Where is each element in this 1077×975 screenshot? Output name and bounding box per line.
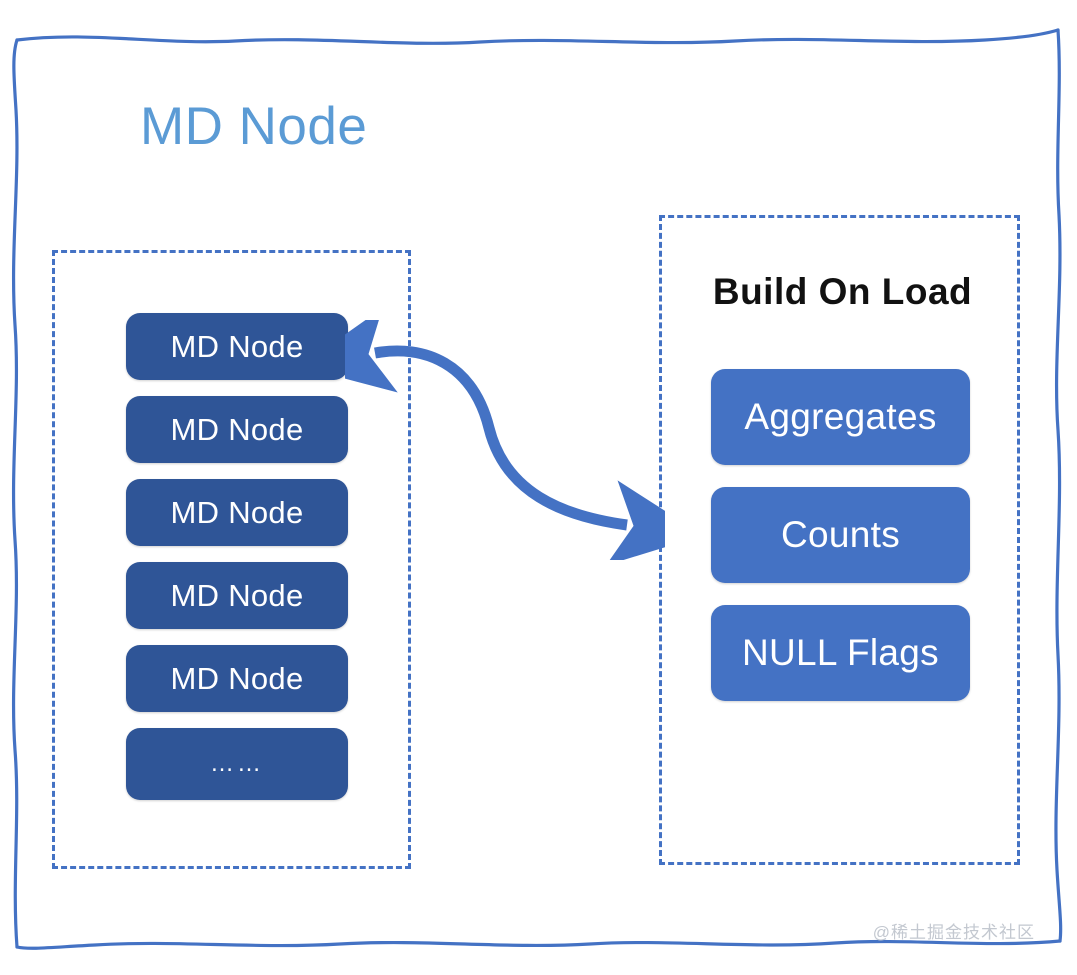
watermark: @稀土掘金技术社区	[872, 923, 1035, 942]
list-item[interactable]: MD Node	[126, 479, 348, 546]
node-label: MD Node	[170, 328, 304, 364]
build-item-list: Aggregates Counts NULL Flags	[711, 369, 970, 701]
list-item[interactable]: MD Node	[126, 562, 348, 629]
panel-heading: Build On Load	[712, 271, 973, 312]
node-label: MD Node	[170, 660, 304, 696]
node-label: MD Node	[170, 494, 304, 530]
list-item-more[interactable]: ……	[126, 728, 348, 800]
md-node-list: MD Node MD Node MD Node MD Node MD Node …	[126, 313, 348, 800]
node-label: MD Node	[170, 577, 304, 613]
ellipsis-label: ……	[210, 750, 264, 777]
list-item[interactable]: MD Node	[126, 313, 348, 380]
list-item-counts[interactable]: Counts	[711, 487, 970, 583]
md-node-panel: MD Node MD Node MD Node MD Node MD Node …	[52, 250, 411, 869]
list-item-null-flags[interactable]: NULL Flags	[711, 605, 970, 701]
build-on-load-panel: Build On Load Aggregates Counts NULL Fla…	[659, 215, 1020, 865]
list-item[interactable]: MD Node	[126, 396, 348, 463]
build-item-label: NULL Flags	[742, 632, 939, 673]
build-item-label: Counts	[780, 514, 901, 555]
page-title: MD Node	[140, 97, 368, 156]
list-item[interactable]: MD Node	[126, 645, 348, 712]
build-item-label: Aggregates	[744, 396, 937, 437]
node-label: MD Node	[170, 411, 304, 447]
list-item-aggregates[interactable]: Aggregates	[711, 369, 970, 465]
